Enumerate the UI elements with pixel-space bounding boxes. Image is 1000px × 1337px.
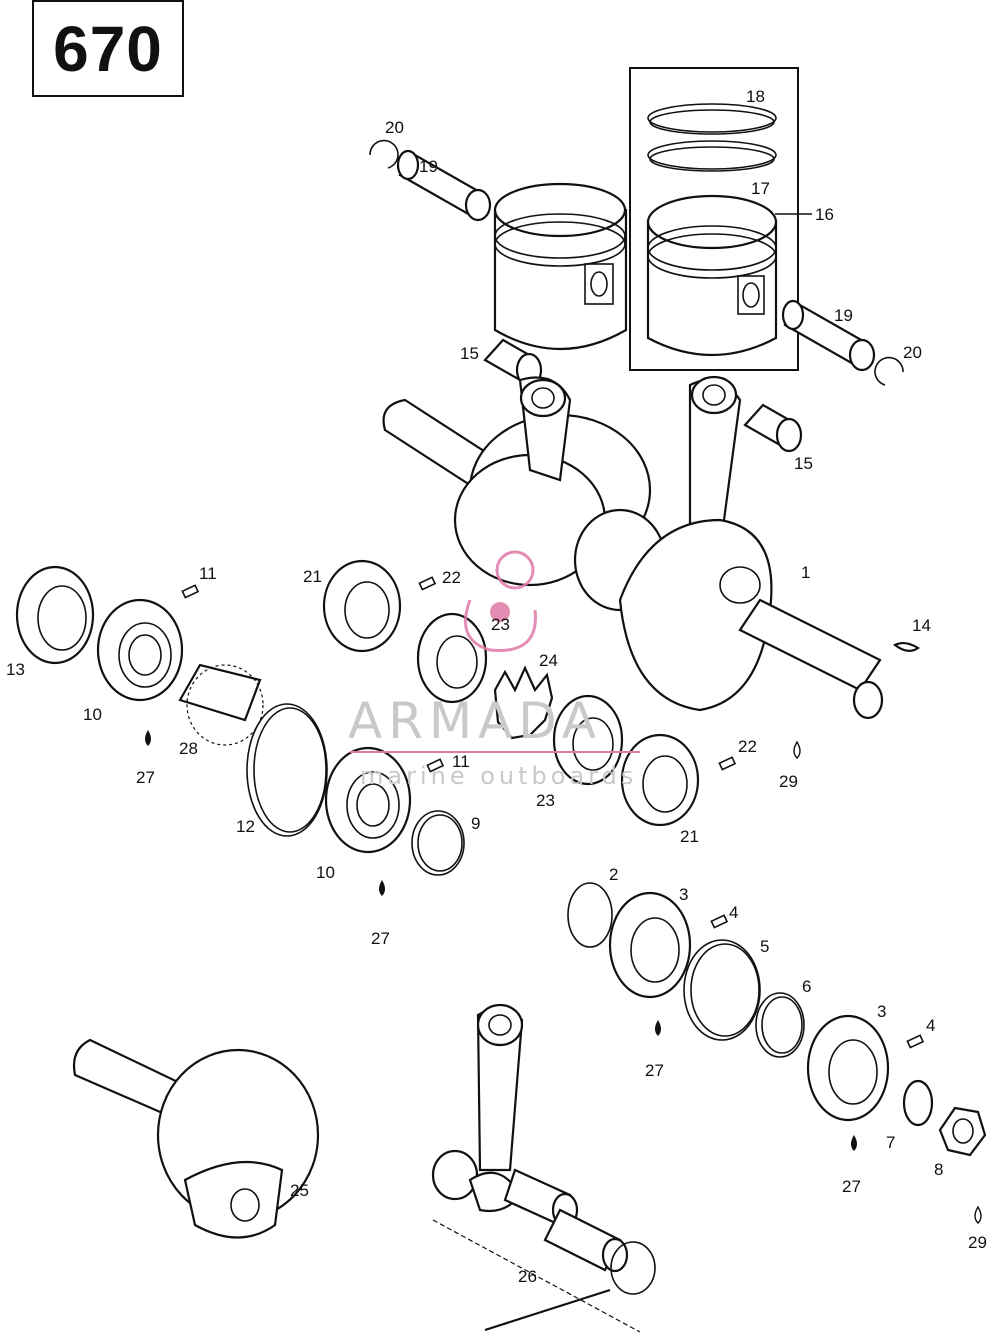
- callout-25: 25: [290, 1181, 309, 1200]
- crankshaft-assembly: [382, 375, 884, 720]
- callout-4b: 4: [926, 1016, 935, 1035]
- callout-14: 14: [912, 616, 931, 635]
- piston-pin-left: [396, 149, 492, 222]
- o-ring-6: [755, 992, 805, 1058]
- callout-11b: 11: [452, 752, 470, 771]
- callout-2: 2: [609, 865, 618, 884]
- callout-10a: 10: [83, 705, 102, 724]
- watermark-tagline: marine outboards: [360, 762, 637, 790]
- callout-19b: 19: [834, 306, 853, 325]
- callout-29b: 29: [968, 1233, 987, 1252]
- callout-27a: 27: [136, 768, 155, 787]
- diagram-code-box: 670: [32, 0, 184, 97]
- callout-16: 16: [815, 205, 834, 224]
- lock-washer: [902, 1079, 934, 1127]
- callout-18: 18: [746, 87, 765, 106]
- callout-15b: 15: [794, 454, 813, 473]
- callout-6: 6: [802, 977, 811, 996]
- piston-left: [493, 182, 628, 350]
- callout-5: 5: [760, 937, 769, 956]
- callout-19a: 19: [419, 157, 438, 176]
- dowel-pins: [181, 576, 925, 1049]
- o-ring-large: [246, 703, 328, 837]
- callout-3a: 3: [679, 885, 688, 904]
- callout-27c: 27: [645, 1061, 664, 1080]
- ball-bearing-21-upper: [322, 559, 402, 653]
- bearing-23-lower: [552, 694, 624, 786]
- oil-seal-left: [15, 565, 95, 665]
- diagram-code: 670: [53, 12, 163, 85]
- piston-right: [646, 194, 778, 357]
- callout-7: 7: [886, 1133, 895, 1152]
- callout-9: 9: [471, 814, 480, 833]
- callout-23a: 23: [491, 615, 510, 634]
- callout-3b: 3: [877, 1002, 886, 1021]
- callout-24: 24: [539, 651, 558, 670]
- callout-22a: 22: [442, 568, 461, 587]
- shim-ring: [567, 882, 613, 948]
- watermark-brand: ARMADA: [348, 692, 602, 750]
- callout-15a: 15: [460, 344, 479, 363]
- ball-bearing-center: [324, 746, 412, 854]
- ball-bearing-21-lower: [620, 733, 700, 827]
- callout-29a: 29: [779, 772, 798, 791]
- callout-11a: 11: [199, 564, 217, 583]
- callout-20a: 20: [385, 118, 404, 137]
- o-ring-small: [411, 810, 465, 876]
- callout-13: 13: [6, 660, 25, 679]
- callout-17: 17: [751, 179, 770, 198]
- callout-28: 28: [179, 739, 198, 758]
- callout-20b: 20: [903, 343, 922, 362]
- callout-4a: 4: [729, 903, 738, 922]
- callout-27b: 27: [371, 929, 390, 948]
- bearing-23-upper: [416, 612, 488, 704]
- ball-bearing-left: [96, 598, 184, 702]
- needle-bearing-right: [743, 403, 803, 453]
- piston-pin-right: [781, 299, 876, 372]
- circlip-right: [874, 356, 904, 386]
- piston-kit-outline: [629, 67, 799, 371]
- crank-half: [72, 1038, 320, 1239]
- sleeve: [178, 663, 264, 746]
- woodruff-key: [892, 641, 921, 652]
- crankshaft-nut: [938, 1106, 987, 1157]
- callout-10b: 10: [316, 863, 335, 882]
- callout-27d: 27: [842, 1177, 861, 1196]
- ball-bearing-3-lower: [806, 1014, 890, 1122]
- callout-1: 1: [801, 563, 810, 582]
- o-ring-5: [683, 939, 761, 1041]
- circlip-left: [369, 139, 399, 169]
- lubricant-drops: [145, 730, 982, 1224]
- callout-labels: 1 2 3 3 4 4 5 6 7 8 9 10 10 11 11 12 13 …: [6, 87, 987, 1286]
- piston-rings: [647, 103, 777, 172]
- callout-23b: 23: [536, 791, 555, 810]
- drive-gear: [493, 665, 554, 740]
- callout-21a: 21: [303, 567, 322, 586]
- callout-8: 8: [934, 1160, 943, 1179]
- watermark-logo: [464, 550, 537, 652]
- callout-22b: 22: [738, 737, 757, 756]
- callout-12: 12: [236, 817, 255, 836]
- callout-26: 26: [518, 1267, 537, 1286]
- connecting-rod-set: [431, 1003, 656, 1333]
- callout-21b: 21: [680, 827, 699, 846]
- ball-bearing-3-upper: [608, 891, 692, 999]
